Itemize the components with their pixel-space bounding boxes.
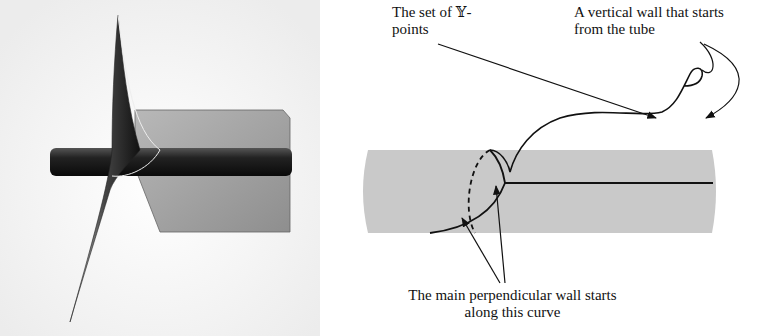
leader-line xyxy=(704,44,739,118)
leader-line xyxy=(496,186,505,283)
render-ground xyxy=(0,0,320,336)
vertical-wall-outline xyxy=(490,68,702,172)
sheet-edge xyxy=(112,15,160,176)
leader-line xyxy=(438,44,656,118)
attachment-curve xyxy=(430,183,505,233)
tube xyxy=(50,148,292,176)
wall-base-line xyxy=(505,182,713,184)
tube-schematic xyxy=(363,150,716,233)
callout-label: The set of 𝕐-points xyxy=(392,4,488,38)
vertical-sheet xyxy=(70,15,140,322)
attachment-curve xyxy=(490,150,505,183)
leader-line xyxy=(462,218,500,283)
leader-line xyxy=(700,42,713,73)
callout-label: The main perpendicular wall starts along… xyxy=(405,287,620,321)
callout-label: A vertical wall that starts from the tub… xyxy=(574,4,744,38)
